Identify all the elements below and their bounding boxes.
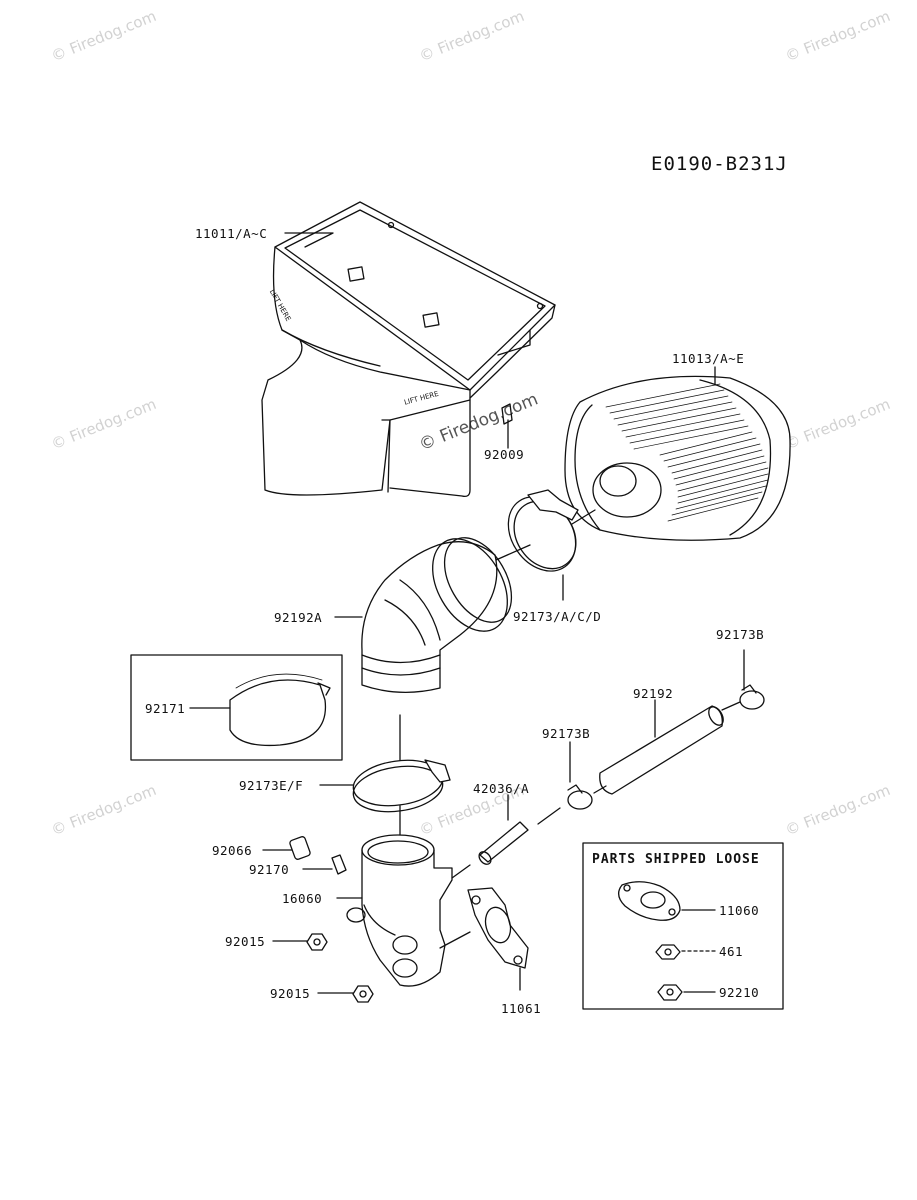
part-label-92171: 92171	[145, 701, 186, 716]
air-cleaner-cover	[261, 201, 556, 498]
part-label-92173b-upper: 92173B	[716, 627, 765, 642]
part-label-92192: 92192	[633, 686, 674, 701]
clip-92170	[331, 854, 347, 875]
part-label-16060: 16060	[282, 891, 323, 906]
fitting-92066	[289, 836, 311, 860]
lift-here-marking: LIFT HERE	[268, 288, 293, 323]
nut-92015-upper	[306, 933, 328, 951]
hose-clamp-alternate	[229, 673, 331, 747]
part-label-92015-lower: 92015	[270, 986, 311, 1001]
intake-elbow-hose	[361, 537, 513, 693]
part-label-92210: 92210	[719, 985, 760, 1000]
part-label-92173b-lower: 92173B	[542, 726, 591, 741]
parts-shipped-loose-title: PARTS SHIPPED LOOSE	[592, 852, 760, 867]
part-label-11013: 11013/A~E	[672, 351, 745, 366]
part-label-92015-upper: 92015	[225, 934, 266, 949]
part-label-92170: 92170	[249, 862, 290, 877]
washer-461	[655, 944, 681, 960]
hose-nipple	[478, 821, 529, 865]
small-clamp-upper	[739, 684, 765, 710]
air-filter-element	[564, 375, 791, 541]
nut-92210	[657, 984, 683, 1001]
small-clamp-lower	[567, 784, 593, 810]
gasket-11060	[618, 881, 681, 921]
part-label-92192a: 92192A	[274, 610, 323, 625]
hose-clamp-lower	[352, 759, 451, 813]
part-label-92173acd: 92173/A/C/D	[513, 609, 602, 624]
part-label-92173ef: 92173E/F	[239, 778, 304, 793]
part-label-11011: 11011/A~C	[195, 226, 268, 241]
fuel-hose-92192	[599, 705, 724, 795]
hose-clamp-upper	[507, 489, 579, 572]
lift-here-marking: LIFT HERE	[403, 390, 439, 407]
part-label-92066: 92066	[212, 843, 253, 858]
part-label-461: 461	[719, 944, 744, 959]
parts-shipped-loose-box	[582, 842, 784, 1010]
alternate-part-box	[130, 654, 343, 761]
gasket-11061	[467, 887, 529, 969]
intake-adapter	[346, 834, 453, 987]
part-label-11061: 11061	[501, 1001, 542, 1016]
part-label-92009: 92009	[484, 447, 525, 462]
part-label-11060: 11060	[719, 903, 760, 918]
nut-92015-lower	[352, 985, 374, 1003]
diagram-id: E0190-B231J	[651, 153, 788, 175]
part-label-42036a: 42036/A	[473, 781, 530, 796]
